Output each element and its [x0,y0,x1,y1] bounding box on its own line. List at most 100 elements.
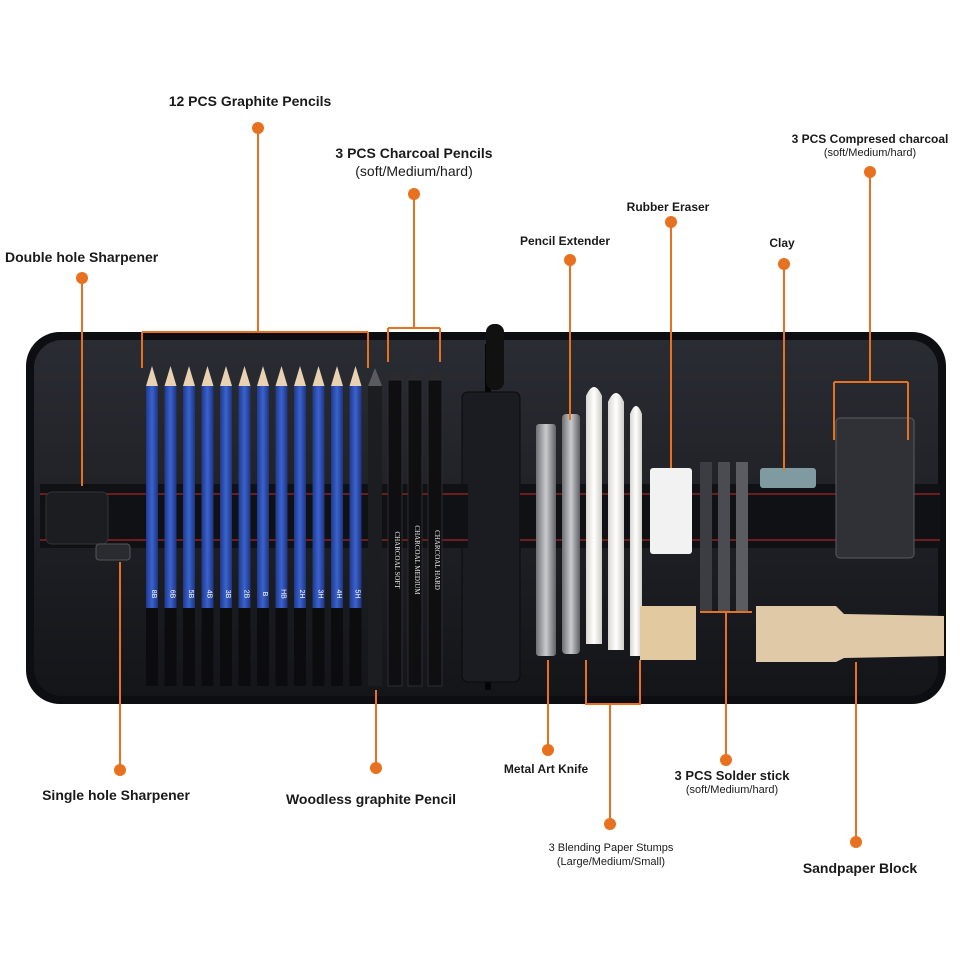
label-solder-stick: 3 PCS Solder stick(soft/Medium/hard) [675,768,790,798]
pencil-tip [257,366,269,386]
solder-stick-hard [736,462,748,612]
callout-dot [720,754,732,766]
callout-dots [76,122,876,848]
pencil-tip [146,366,158,386]
callout-dot [864,166,876,178]
pencil-end [201,608,214,686]
graphite-pencil: HB [275,366,288,686]
graphite-pencil: B [257,366,269,686]
callout-dot [542,744,554,756]
sandpaper-pad [640,606,696,660]
pencil-body [257,386,269,608]
label-rubber-eraser: Rubber Eraser [627,200,710,215]
pencil-end [275,608,288,686]
leader-compressed-charcoal [833,172,909,440]
pencil-body [201,386,214,608]
zipper-pull [486,324,504,390]
pencil-end [164,608,177,686]
metal-art-knife [536,424,556,656]
woodless-graphite-pencil [368,368,382,686]
label-solder-stick-sub: (soft/Medium/hard) [685,784,779,797]
callout-leaders [81,128,909,842]
charcoal-label: CHARCOAL SOFT [393,531,401,589]
callout-dot [370,762,382,774]
label-compressed-charcoal-sub: (soft/Medium/hard) [823,147,917,159]
graphite-pencil: 2H [294,366,306,686]
pencil-end [220,608,232,686]
double-hole-sharpener [45,491,109,545]
label-art-knife: Metal Art Knife [504,762,588,777]
label-single-sharpener-text: Single hole Sharpener [42,787,190,803]
pencil-body [238,386,251,608]
leader-solder-stick [700,611,752,760]
label-pencil-extender-text: Pencil Extender [519,234,611,248]
pencil-tip [331,366,343,386]
label-pencil-extender: Pencil Extender [520,234,610,249]
pencil-body [349,386,362,608]
pencil-end [238,608,251,686]
graphite-pencil: 2B [238,366,251,686]
pencil-tip [220,366,232,386]
label-charcoal-pencils: 3 PCS Charcoal Pencils(soft/Medium/hard) [335,145,492,180]
callout-dot [665,216,677,228]
pencil-end [294,608,306,686]
pencil-grade-label: 5H [354,590,361,599]
callout-dot [252,122,264,134]
graphite-pencil: 5B [183,366,195,686]
label-clay-text: Clay [769,236,795,250]
charcoal-tip [428,368,442,380]
leader-charcoal-pencils [387,194,441,362]
charcoal-pencil: CHARCOAL HARD [427,368,443,687]
pencil-grade-label: 2B [243,590,250,599]
charcoal-label: CHARCOAL HARD [433,530,441,590]
pencil-grade-label: 4H [335,590,342,599]
label-sandpaper-block: Sandpaper Block [803,860,917,878]
label-clay: Clay [769,236,794,251]
pencil-body [220,386,232,608]
label-woodless-pencil: Woodless graphite Pencil [286,791,456,809]
label-woodless-pencil-text: Woodless graphite Pencil [285,791,457,807]
graphite-pencil: 5H [349,366,362,686]
charcoal-tip [388,368,402,380]
charcoal-body [427,379,443,687]
label-double-sharpener-text: Double hole Sharpener [5,249,159,265]
blending-stump-large [586,387,602,644]
pencil-body [275,386,288,608]
pencil-end [183,608,195,686]
label-graphite-pencils: 12 PCS Graphite Pencils [169,93,332,111]
pencil-tip [349,366,362,386]
callout-dot [778,258,790,270]
label-sandpaper-block-text: Sandpaper Block [802,860,918,876]
pencil-tip [164,366,177,386]
label-charcoal-pencils-sub: (soft/Medium/hard) [355,162,473,179]
pencil-grade-label: 4B [206,590,213,599]
pencil-grade-label: 6B [169,590,176,599]
leader-graphite-pencils [141,128,369,368]
pencil-grade-label: HB [280,589,287,599]
right-tools [536,387,944,662]
solder-stick-medium [718,462,730,612]
charcoal-pencil: CHARCOAL SOFT [387,368,403,687]
pencil-extender [562,414,580,654]
label-solder-stick-title: 3 PCS Solder stick [674,768,790,783]
pencil-grade-label: 2H [298,590,305,599]
pencil-grade-label: 8B [150,590,157,599]
pencil-grade-label: B [261,592,268,597]
callout-dot [408,188,420,200]
pencil-tip [312,366,325,386]
charcoal-tip [408,368,422,380]
pencil-body [331,386,343,608]
graphite-pencil: 4H [331,366,343,686]
mesh-pocket [461,391,521,683]
graphite-pencil: 4B [201,366,214,686]
pencil-body [146,386,158,608]
label-charcoal-pencils-title: 3 PCS Charcoal Pencils [335,145,493,161]
graphite-pencil: 6B [164,366,177,686]
callout-dot [850,836,862,848]
label-graphite-pencils-text: 12 PCS Graphite Pencils [168,93,332,109]
label-compressed-charcoal-title: 3 PCS Compresed charcoal [791,132,949,146]
charcoal-pencil: CHARCOAL MEDIUM [407,368,423,687]
label-compressed-charcoal: 3 PCS Compresed charcoal(soft/Medium/har… [792,132,949,161]
